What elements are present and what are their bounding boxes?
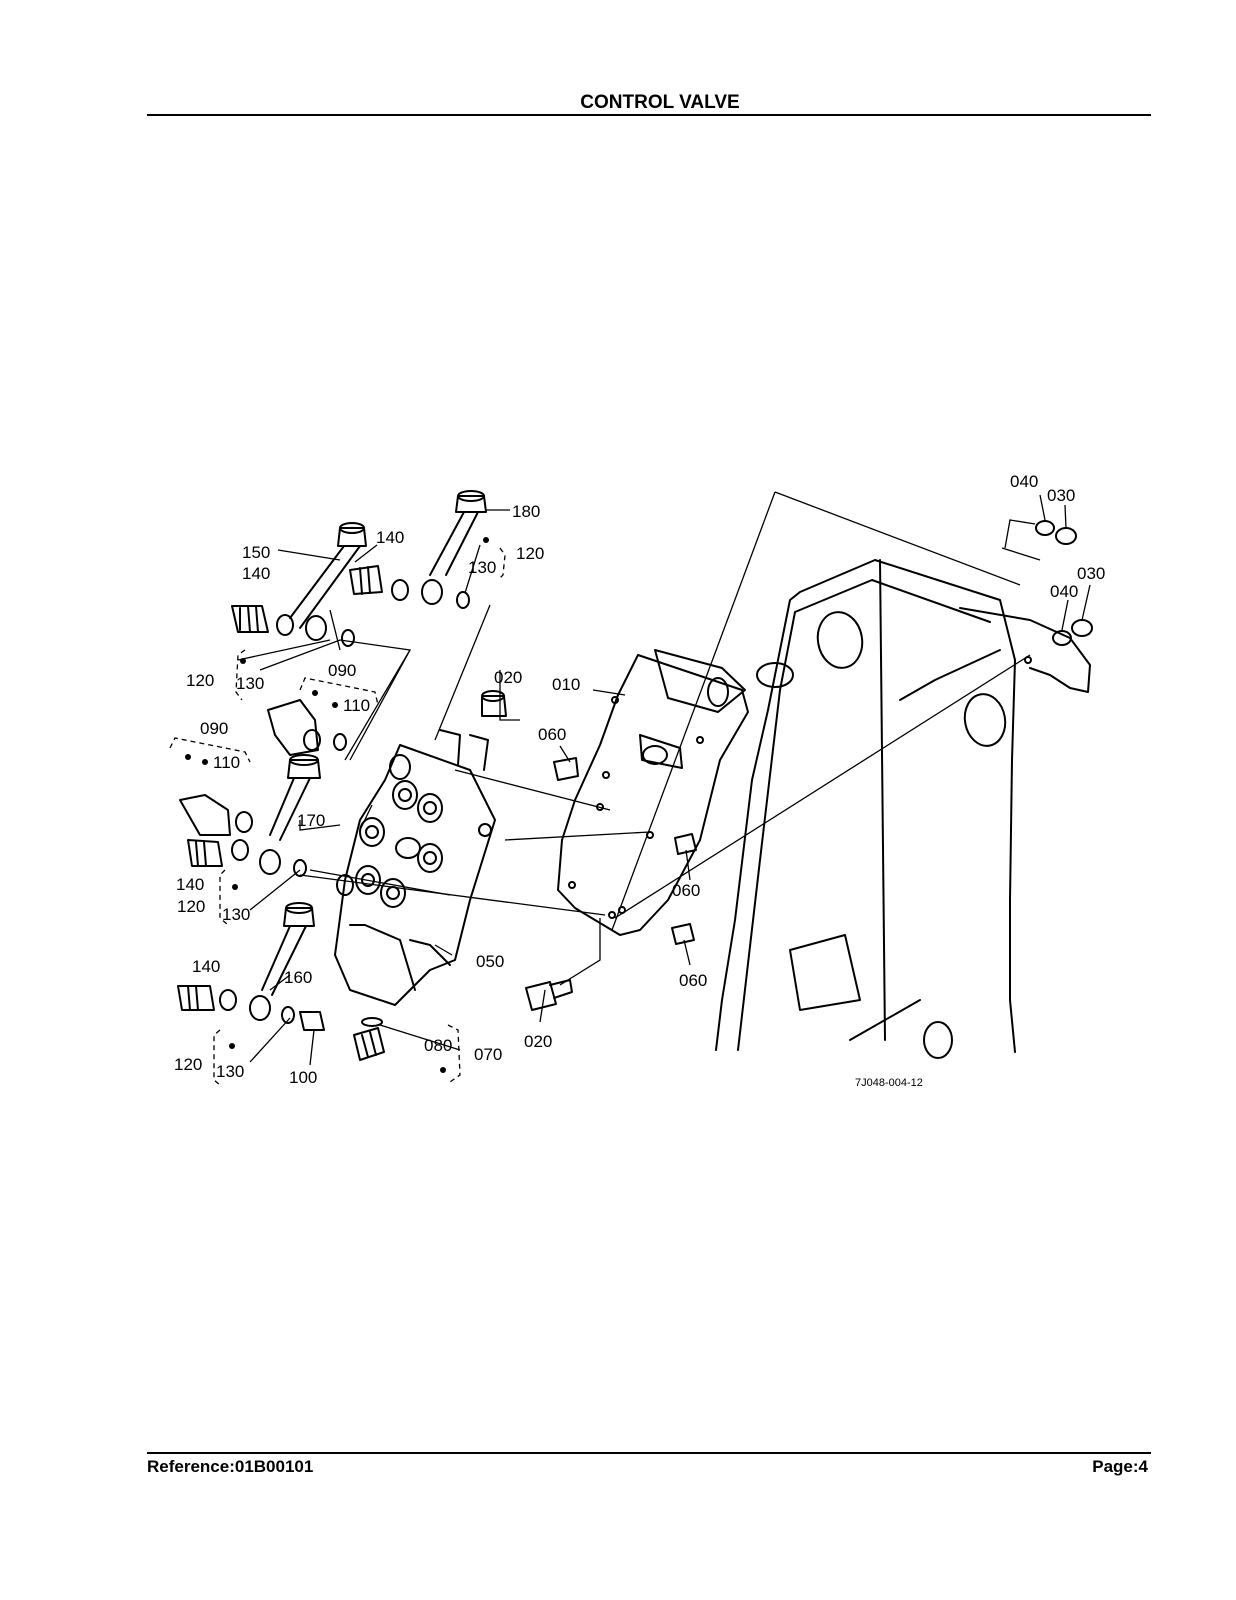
- callout-120: 120: [186, 671, 214, 690]
- frame-plate: [715, 559, 1091, 1059]
- fittings: [177, 565, 383, 1011]
- callout-130: 130: [222, 905, 250, 924]
- callout-010: 010: [552, 675, 580, 694]
- page-title: CONTROL VALVE: [580, 92, 740, 113]
- page-number: Page:4: [1092, 1457, 1148, 1476]
- cap-180: [429, 490, 487, 576]
- header-rule: [147, 114, 1151, 116]
- callout-120: 120: [177, 897, 205, 916]
- callout-180: 180: [512, 502, 540, 521]
- callout-130: 130: [216, 1062, 244, 1081]
- caps-170-160: [261, 754, 321, 996]
- callout-020: 020: [524, 1032, 552, 1051]
- callout-labels: 040 030 030 040 180 120 140 150 140 130 …: [174, 472, 1105, 1087]
- leader-lines: [237, 491, 1091, 1066]
- callout-150: 150: [242, 543, 270, 562]
- callout-100: 100: [289, 1068, 317, 1087]
- callout-140: 140: [376, 528, 404, 547]
- mounting-bracket: [557, 649, 749, 936]
- callout-110: 110: [213, 753, 240, 772]
- bolts: [353, 520, 1093, 1061]
- callout-120: 120: [174, 1055, 202, 1074]
- footer-rule: [147, 1452, 1151, 1454]
- adapters: [179, 579, 470, 1031]
- callout-140: 140: [242, 564, 270, 583]
- callout-040: 040: [1010, 472, 1038, 491]
- callout-040: 040: [1050, 582, 1078, 601]
- callout-050: 050: [476, 952, 504, 971]
- callout-030: 030: [1047, 486, 1075, 505]
- callout-070: 070: [474, 1045, 502, 1064]
- callout-020: 020: [494, 668, 522, 687]
- reference-label: Reference:01B00101: [147, 1457, 314, 1476]
- control-valve-body: [334, 729, 496, 1006]
- callout-170: 170: [297, 811, 325, 830]
- cap-140-top: [289, 522, 367, 629]
- callout-060: 060: [538, 725, 566, 744]
- callout-160: 160: [284, 968, 312, 987]
- callout-060: 060: [679, 971, 707, 990]
- callout-090: 090: [200, 719, 228, 738]
- grouping-brackets: [169, 547, 506, 1086]
- callout-140: 140: [192, 957, 220, 976]
- drawing-number: 7J048-004-12: [855, 1077, 923, 1089]
- dots: [185, 537, 489, 1073]
- callout-140: 140: [176, 875, 204, 894]
- callout-090: 090: [328, 661, 356, 680]
- callout-060: 060: [672, 881, 700, 900]
- callout-120: 120: [516, 544, 544, 563]
- callout-110: 110: [343, 696, 370, 715]
- callout-030: 030: [1077, 564, 1105, 583]
- callout-130: 130: [468, 558, 496, 577]
- callout-130: 130: [236, 674, 264, 693]
- callout-080: 080: [424, 1036, 452, 1055]
